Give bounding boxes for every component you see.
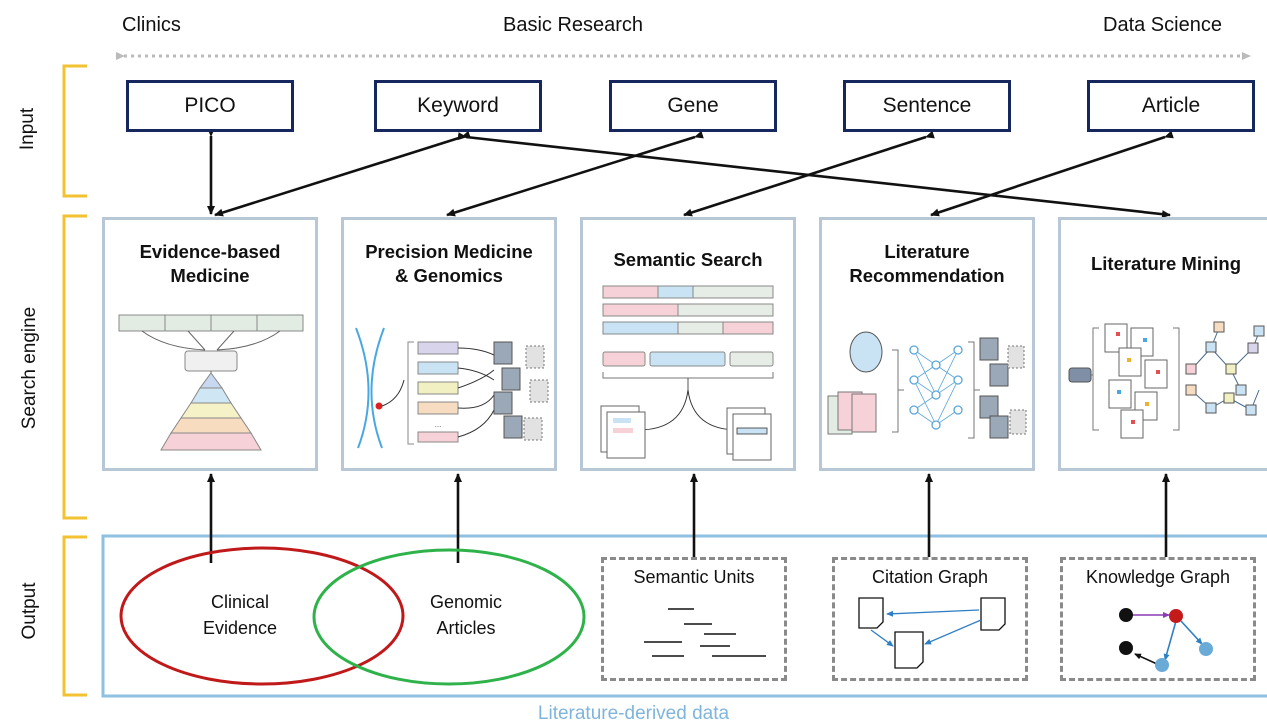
arrow-keyword-ebm <box>214 130 471 217</box>
svg-text:...: ... <box>435 420 442 429</box>
engine-title: Semantic Search <box>613 249 763 270</box>
bracket-input <box>62 64 87 198</box>
spectrum-center-label: Basic Research <box>503 14 644 36</box>
bracket-search-engine <box>62 214 87 520</box>
clinical-evidence-label: Clinical Evidence <box>202 592 278 638</box>
arrow-sentence-semantic <box>683 130 935 217</box>
input-article: Article <box>1087 80 1255 132</box>
clinical-evidence-ellipse <box>119 546 405 686</box>
input-pico: PICO <box>126 80 294 132</box>
citation-graph-drawing <box>858 597 1006 669</box>
engine-title: Literature Recommendation <box>849 241 1005 286</box>
input-keyword: Keyword <box>374 80 542 132</box>
knowledge-graph-drawing <box>1119 608 1213 672</box>
genomic-articles-ellipse <box>312 548 586 686</box>
semantic-search-illustration <box>600 285 774 461</box>
engine-precision-medicine-genomics: Precision Medicine & Genomics ... <box>341 217 557 471</box>
citation-graph-box: Citation Graph <box>832 557 1028 681</box>
bracket-output <box>62 535 87 697</box>
recommendation-illustration <box>827 331 1027 439</box>
knowledge-graph-title: Knowledge Graph <box>1085 567 1231 587</box>
genomics-illustration: ... <box>355 327 549 449</box>
engine-title: Precision Medicine & Genomics <box>365 241 533 286</box>
mining-illustration <box>1068 321 1265 439</box>
input-gene: Gene <box>609 80 777 132</box>
spectrum-left-label: Clinics <box>122 14 181 36</box>
engine-literature-mining: Literature Mining <box>1058 217 1267 471</box>
citation-graph-title: Citation Graph <box>871 567 989 587</box>
engine-evidence-based-medicine: Evidence-based Medicine <box>102 217 318 471</box>
semantic-units-title: Semantic Units <box>633 567 755 587</box>
output-container <box>101 534 1267 698</box>
literature-derived-data-label: Literature-derived data <box>537 703 730 724</box>
semantic-units-box: Semantic Units <box>601 557 787 681</box>
spectrum-right-label: Data Science <box>1103 14 1222 36</box>
engine-title: Literature Mining <box>1090 253 1242 274</box>
arrow-article-recommendation <box>930 130 1174 217</box>
engine-title: Evidence-based Medicine <box>139 241 281 286</box>
semantic-units-lines <box>644 608 766 657</box>
arrow-gene-precision <box>446 130 704 217</box>
engine-literature-recommendation: Literature Recommendation <box>819 217 1035 471</box>
input-sentence: Sentence <box>843 80 1011 132</box>
evidence-pyramid-illustration <box>118 314 304 451</box>
genomic-articles-label: Genomic Articles <box>429 592 503 638</box>
knowledge-graph-box: Knowledge Graph <box>1060 557 1256 681</box>
engine-semantic-search: Semantic Search <box>580 217 796 471</box>
